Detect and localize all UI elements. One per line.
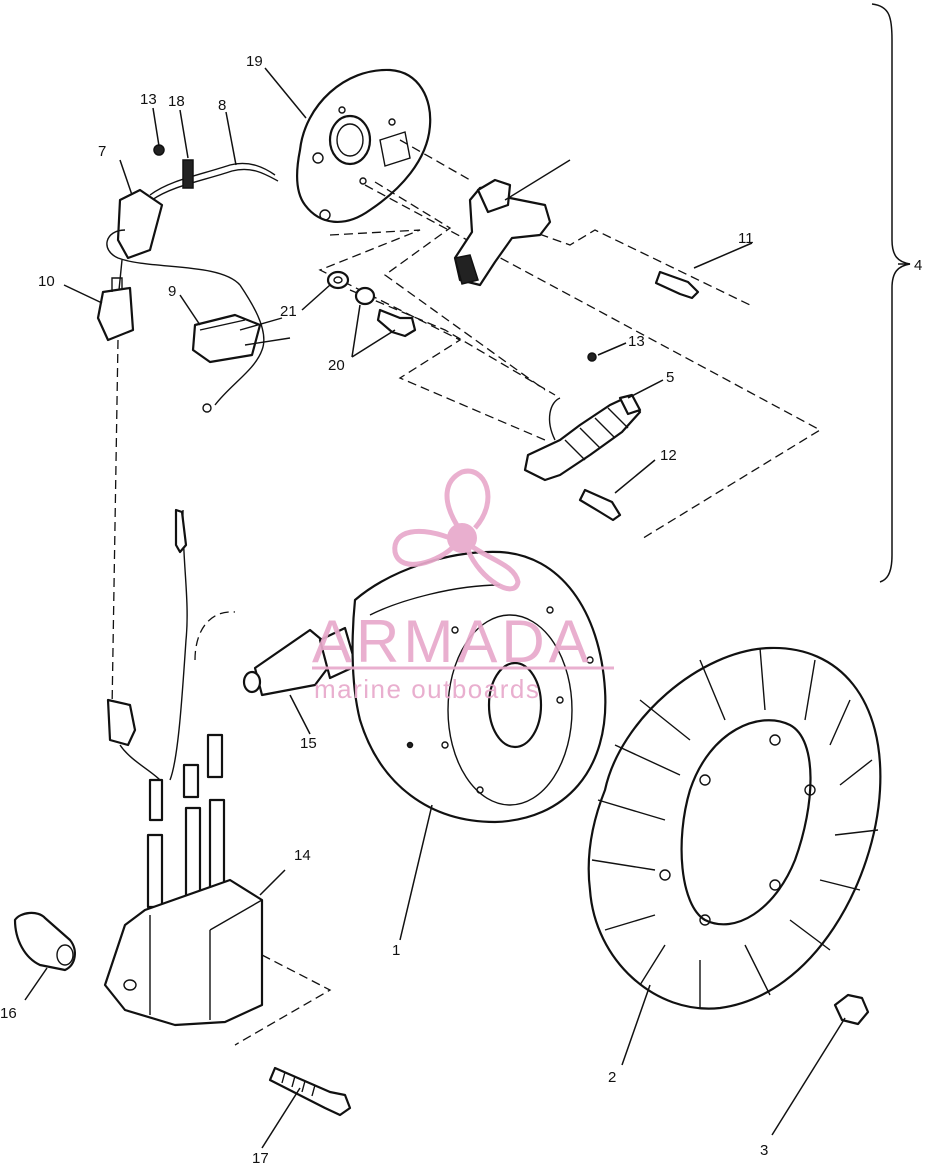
washer-21 [326,270,350,290]
fan-2 [587,646,882,1010]
ignition-coil-14 [103,878,332,1046]
screw-13-right [587,352,597,362]
label-21: 21 [280,303,297,320]
screw-12 [578,488,622,522]
washer-20 [354,286,376,306]
label-1: 1 [392,942,400,959]
label-5: 5 [666,369,674,386]
charge-coil-5 [523,393,642,482]
label-17: 17 [252,1150,269,1165]
label-15: 15 [300,735,317,752]
label-12: 12 [660,447,677,464]
spark-plug-cap-15 [242,626,358,697]
label-2: 2 [608,1069,616,1086]
label-4: 4 [914,257,922,274]
wire-harness [106,144,279,413]
watermark-brand: ARMADA [312,608,593,675]
armada-watermark: ARMADA marine outboards [312,468,614,704]
plug-16 [13,911,76,972]
propeller-logo-icon [392,468,521,592]
label-8: 8 [218,97,226,114]
screw-11 [654,270,700,300]
label-16: 16 [0,1005,17,1022]
label-14: 14 [294,847,311,864]
connector-10 [96,277,135,342]
pulser-coil [453,159,571,287]
label-9: 9 [168,283,176,300]
ignition-wires [106,339,236,909]
flywheel-1 [351,550,607,824]
part-labels: 1 2 3 4 5 7 8 9 10 11 12 13 13 14 15 16 … [0,53,922,1165]
assembly-dashed-lines [318,139,822,541]
screw-20 [376,308,417,338]
label-13-left: 13 [140,91,157,108]
watermark-tagline: marine outboards [314,674,540,704]
relay-9 [191,313,291,364]
label-3: 3 [760,1142,768,1159]
label-10: 10 [38,273,55,290]
label-13-right: 13 [628,333,645,350]
label-11: 11 [738,230,754,247]
label-20: 20 [328,357,345,374]
label-7: 7 [98,143,106,160]
group-bracket [871,3,911,583]
stator-base-plate [296,68,432,224]
bolt-17 [268,1066,352,1117]
label-18: 18 [168,93,185,110]
bolt-3 [833,993,870,1026]
label-19: 19 [246,53,263,70]
leader-lines [24,67,910,1149]
